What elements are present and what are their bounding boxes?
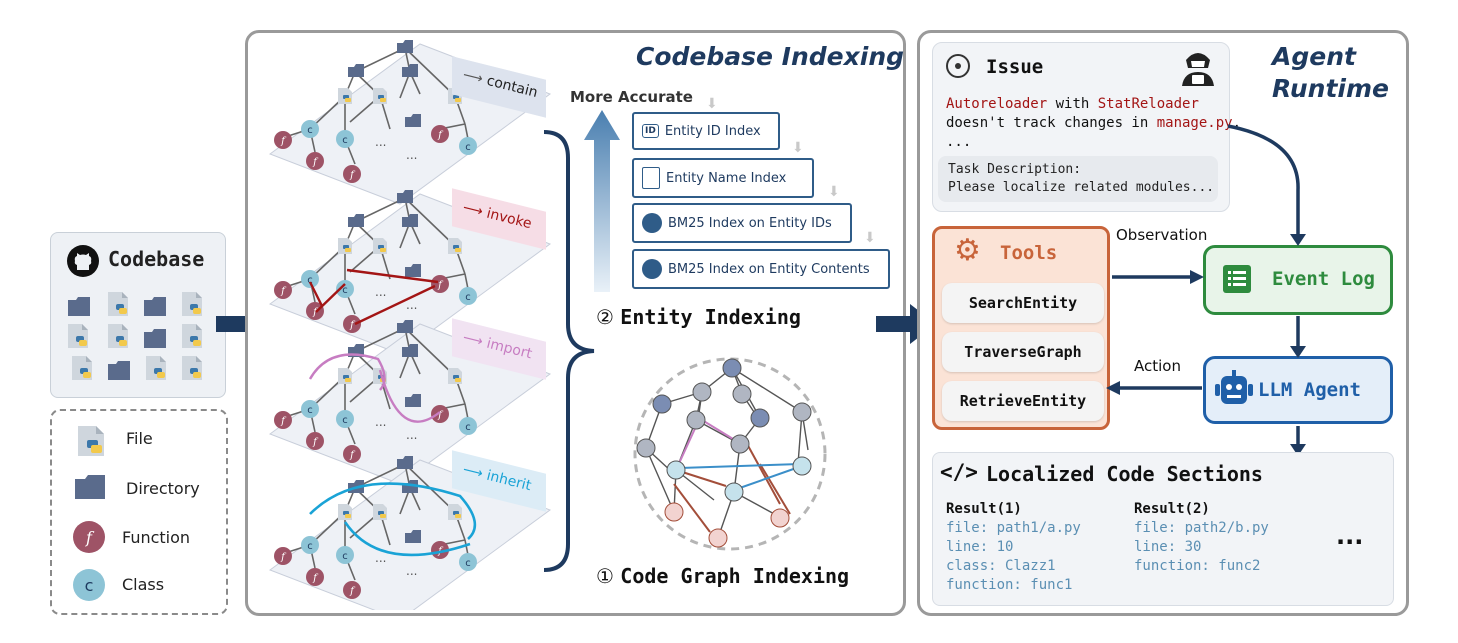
name-card-icon bbox=[642, 167, 660, 189]
result-1-header: Result(1) bbox=[946, 501, 1022, 517]
task-description-label: Task Description: bbox=[948, 162, 1082, 177]
database-icon bbox=[642, 259, 662, 279]
observation-label: Observation bbox=[1116, 226, 1208, 244]
result-1-line: file: path1/a.py bbox=[946, 520, 1081, 536]
entity-indexing-label: ② Entity Indexing bbox=[596, 305, 801, 329]
more-accurate-label: More Accurate bbox=[570, 88, 693, 106]
result-2: Result(2) file: path2/b.py line: 30 func… bbox=[1134, 500, 1269, 576]
code-graph bbox=[633, 357, 827, 551]
function-glyph: f bbox=[85, 528, 95, 547]
code-icon: </> bbox=[940, 460, 978, 484]
github-icon bbox=[67, 245, 99, 277]
result-1-line: line: 10 bbox=[946, 539, 1014, 555]
id-card-icon: ID bbox=[642, 124, 659, 138]
task-description-text: Please localize related modules... bbox=[948, 180, 1215, 195]
gear-icon: ⚙ bbox=[954, 233, 981, 268]
issue-text-line2: doesn't track changes in manage.py. bbox=[946, 115, 1242, 131]
graph-layers: c f ...... bbox=[268, 34, 552, 610]
result-2-line: function: func2 bbox=[1134, 558, 1261, 574]
legend-file-label: File bbox=[126, 429, 153, 448]
task-description-box bbox=[938, 156, 1218, 202]
agent-runtime-title-line1: Agent bbox=[1272, 42, 1356, 71]
robot-icon bbox=[1215, 370, 1253, 404]
localized-code-box bbox=[932, 452, 1394, 606]
class-glyph: c bbox=[85, 576, 94, 595]
entity-name-index: Entity Name Index bbox=[632, 158, 814, 198]
retrieve-entity-tool[interactable]: RetrieveEntity bbox=[942, 381, 1104, 421]
llm-agent-title: LLM Agent bbox=[1258, 379, 1361, 401]
result-2-line: file: path2/b.py bbox=[1134, 520, 1269, 536]
step-1-number: ① bbox=[596, 564, 614, 588]
function-node-icon: f bbox=[73, 521, 105, 553]
legend-directory-label: Directory bbox=[126, 479, 200, 498]
grey-arrow-icon: ⬇ bbox=[828, 184, 840, 200]
database-icon bbox=[642, 213, 662, 233]
directory-icon bbox=[75, 475, 105, 499]
result-1-line: class: Clazz1 bbox=[946, 558, 1056, 574]
codebase-indexing-title: Codebase Indexing bbox=[636, 42, 905, 71]
bm25-entity-contents-index: BM25 Index on Entity Contents bbox=[632, 249, 890, 289]
event-log-title: Event Log bbox=[1272, 268, 1375, 290]
bm25-entity-ids-index: BM25 Index on Entity IDs bbox=[632, 203, 852, 243]
result-1-line: function: func1 bbox=[946, 577, 1073, 593]
list-icon bbox=[1223, 265, 1251, 293]
agent-runtime-title-line2: Runtime bbox=[1272, 74, 1390, 103]
grey-arrow-icon: ⬇ bbox=[706, 96, 718, 112]
localized-code-title: Localized Code Sections bbox=[986, 462, 1263, 486]
result-1: Result(1) file: path1/a.py line: 10 clas… bbox=[946, 500, 1081, 595]
runtime-flow-arrows bbox=[1106, 124, 1306, 456]
result-2-header: Result(2) bbox=[1134, 501, 1210, 517]
issue-title: Issue bbox=[986, 56, 1044, 78]
entity-id-index: ID Entity ID Index bbox=[632, 112, 780, 150]
issue-ellipsis: ... bbox=[946, 134, 972, 150]
step-2-number: ② bbox=[596, 305, 614, 329]
issue-icon bbox=[946, 54, 970, 78]
codebase-title: Codebase bbox=[108, 247, 205, 271]
issue-text-line1: Autoreloader with StatReloader bbox=[946, 96, 1199, 112]
grey-arrow-icon: ⬇ bbox=[864, 230, 876, 246]
codebase-grid bbox=[68, 292, 202, 380]
legend-class-label: Class bbox=[122, 575, 165, 594]
grey-arrow-icon: ⬇ bbox=[792, 140, 804, 156]
more-results-ellipsis: ... bbox=[1336, 522, 1364, 550]
tools-title: Tools bbox=[1000, 242, 1058, 264]
action-label: Action bbox=[1134, 357, 1181, 375]
legend-box bbox=[50, 409, 228, 615]
class-node-icon: c bbox=[73, 569, 105, 601]
hacker-icon bbox=[1182, 53, 1214, 86]
traverse-graph-tool[interactable]: TraverseGraph bbox=[942, 332, 1104, 372]
legend-function-label: Function bbox=[122, 528, 191, 547]
file-icon bbox=[78, 426, 104, 456]
curly-brace bbox=[543, 130, 595, 572]
result-2-line: line: 30 bbox=[1134, 539, 1202, 555]
search-entity-tool[interactable]: SearchEntity bbox=[942, 283, 1104, 323]
code-graph-indexing-label: ① Code Graph Indexing bbox=[596, 564, 850, 588]
more-accurate-arrow bbox=[584, 110, 620, 292]
